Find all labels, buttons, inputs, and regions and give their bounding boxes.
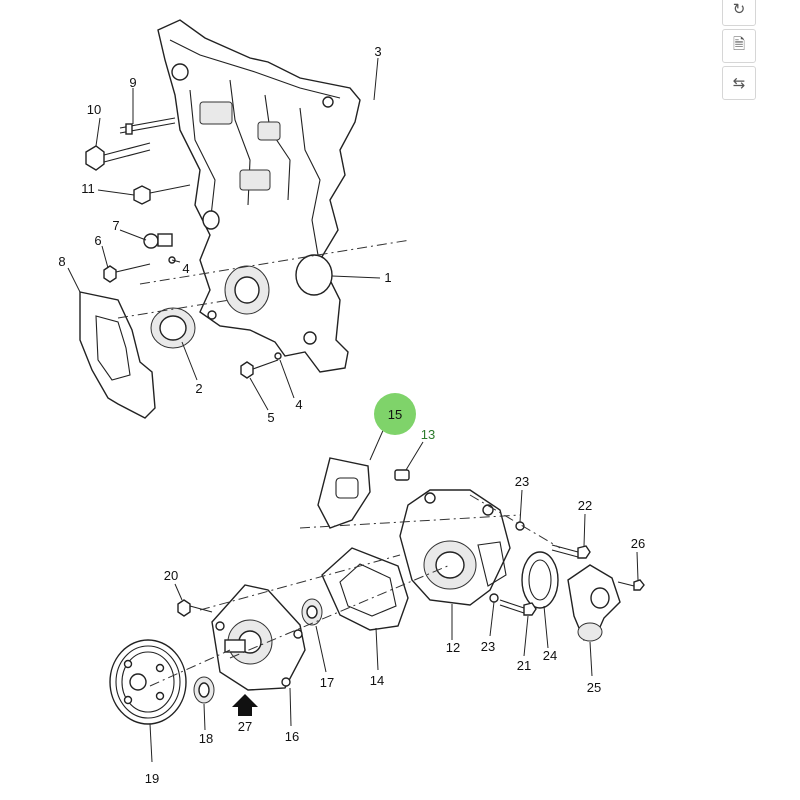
pump-gasket xyxy=(321,547,409,631)
view-arrow xyxy=(232,694,258,716)
bolt-11 xyxy=(133,184,191,205)
assembly-lines xyxy=(117,239,561,687)
callout-10: 10 xyxy=(87,102,101,117)
housing-gasket xyxy=(521,551,559,609)
washer-4 xyxy=(274,352,282,360)
callout-8: 8 xyxy=(58,254,65,269)
bolt-22 xyxy=(551,544,591,559)
callout-7: 7 xyxy=(112,218,119,233)
leader-lines xyxy=(67,57,639,763)
bolt-5 xyxy=(240,359,279,379)
refresh-icon: ↻ xyxy=(732,0,746,18)
callout-23-upper: 23 xyxy=(515,474,529,489)
refresh-button[interactable]: ↻ xyxy=(722,0,756,26)
water-pump xyxy=(211,584,306,691)
swap-button[interactable]: ⇆ xyxy=(722,66,756,100)
shaft-seal xyxy=(193,676,215,704)
dowel-sleeve xyxy=(394,469,410,481)
callout-9: 9 xyxy=(129,75,136,90)
callout-4-lower: 4 xyxy=(295,397,302,412)
callout-19: 19 xyxy=(145,771,159,786)
callout-18: 18 xyxy=(199,731,213,746)
stud-9 xyxy=(119,117,176,135)
callout-16: 16 xyxy=(285,729,299,744)
document-button[interactable]: 🗎 xyxy=(722,29,756,63)
cover-gasket-plate xyxy=(79,291,156,419)
callout-13: 13 xyxy=(421,427,435,442)
oil-seal xyxy=(150,307,196,349)
callout-17: 17 xyxy=(320,675,334,690)
callout-15: 15 xyxy=(388,407,402,422)
callout-2: 2 xyxy=(195,381,202,396)
callout-25: 25 xyxy=(587,680,601,695)
callout-4-upper: 4 xyxy=(182,261,189,276)
callout-14: 14 xyxy=(370,673,384,688)
callout-22: 22 xyxy=(578,498,592,513)
bolt-21 xyxy=(499,599,537,616)
callout-11: 11 xyxy=(81,181,95,196)
bolt-6 xyxy=(103,263,151,283)
thermostat-gasket xyxy=(317,457,371,529)
timing-cover xyxy=(157,19,361,373)
document-icon: 🗎 xyxy=(732,34,746,53)
bolt-20 xyxy=(177,599,213,617)
callout-6: 6 xyxy=(94,233,101,248)
callout-24: 24 xyxy=(543,648,557,663)
callout-21: 21 xyxy=(517,658,531,673)
callout-23-lower: 23 xyxy=(481,639,495,654)
viewer-toolbar: ↻ 🗎 ⇆ xyxy=(722,0,756,103)
pump-housing xyxy=(399,489,511,606)
callout-5: 5 xyxy=(267,410,274,425)
sensor-7 xyxy=(143,233,173,249)
outlet-housing xyxy=(567,564,621,642)
callout-12: 12 xyxy=(446,640,460,655)
pump-bearing xyxy=(301,598,323,626)
highlight-marker xyxy=(374,393,416,435)
swap-icon: ⇆ xyxy=(732,74,746,92)
callout-3: 3 xyxy=(374,44,381,59)
callout-1: 1 xyxy=(384,270,391,285)
washer-23-lower xyxy=(489,593,499,603)
callout-26: 26 xyxy=(631,536,645,551)
bolt-10 xyxy=(85,142,151,171)
callout-27: 27 xyxy=(238,719,252,734)
bolt-26 xyxy=(617,579,645,591)
callouts: 1 2 3 4 4 5 6 7 8 9 10 11 12 13 14 15 16… xyxy=(58,44,645,786)
callout-20: 20 xyxy=(164,568,178,583)
pump-pulley xyxy=(109,639,187,725)
